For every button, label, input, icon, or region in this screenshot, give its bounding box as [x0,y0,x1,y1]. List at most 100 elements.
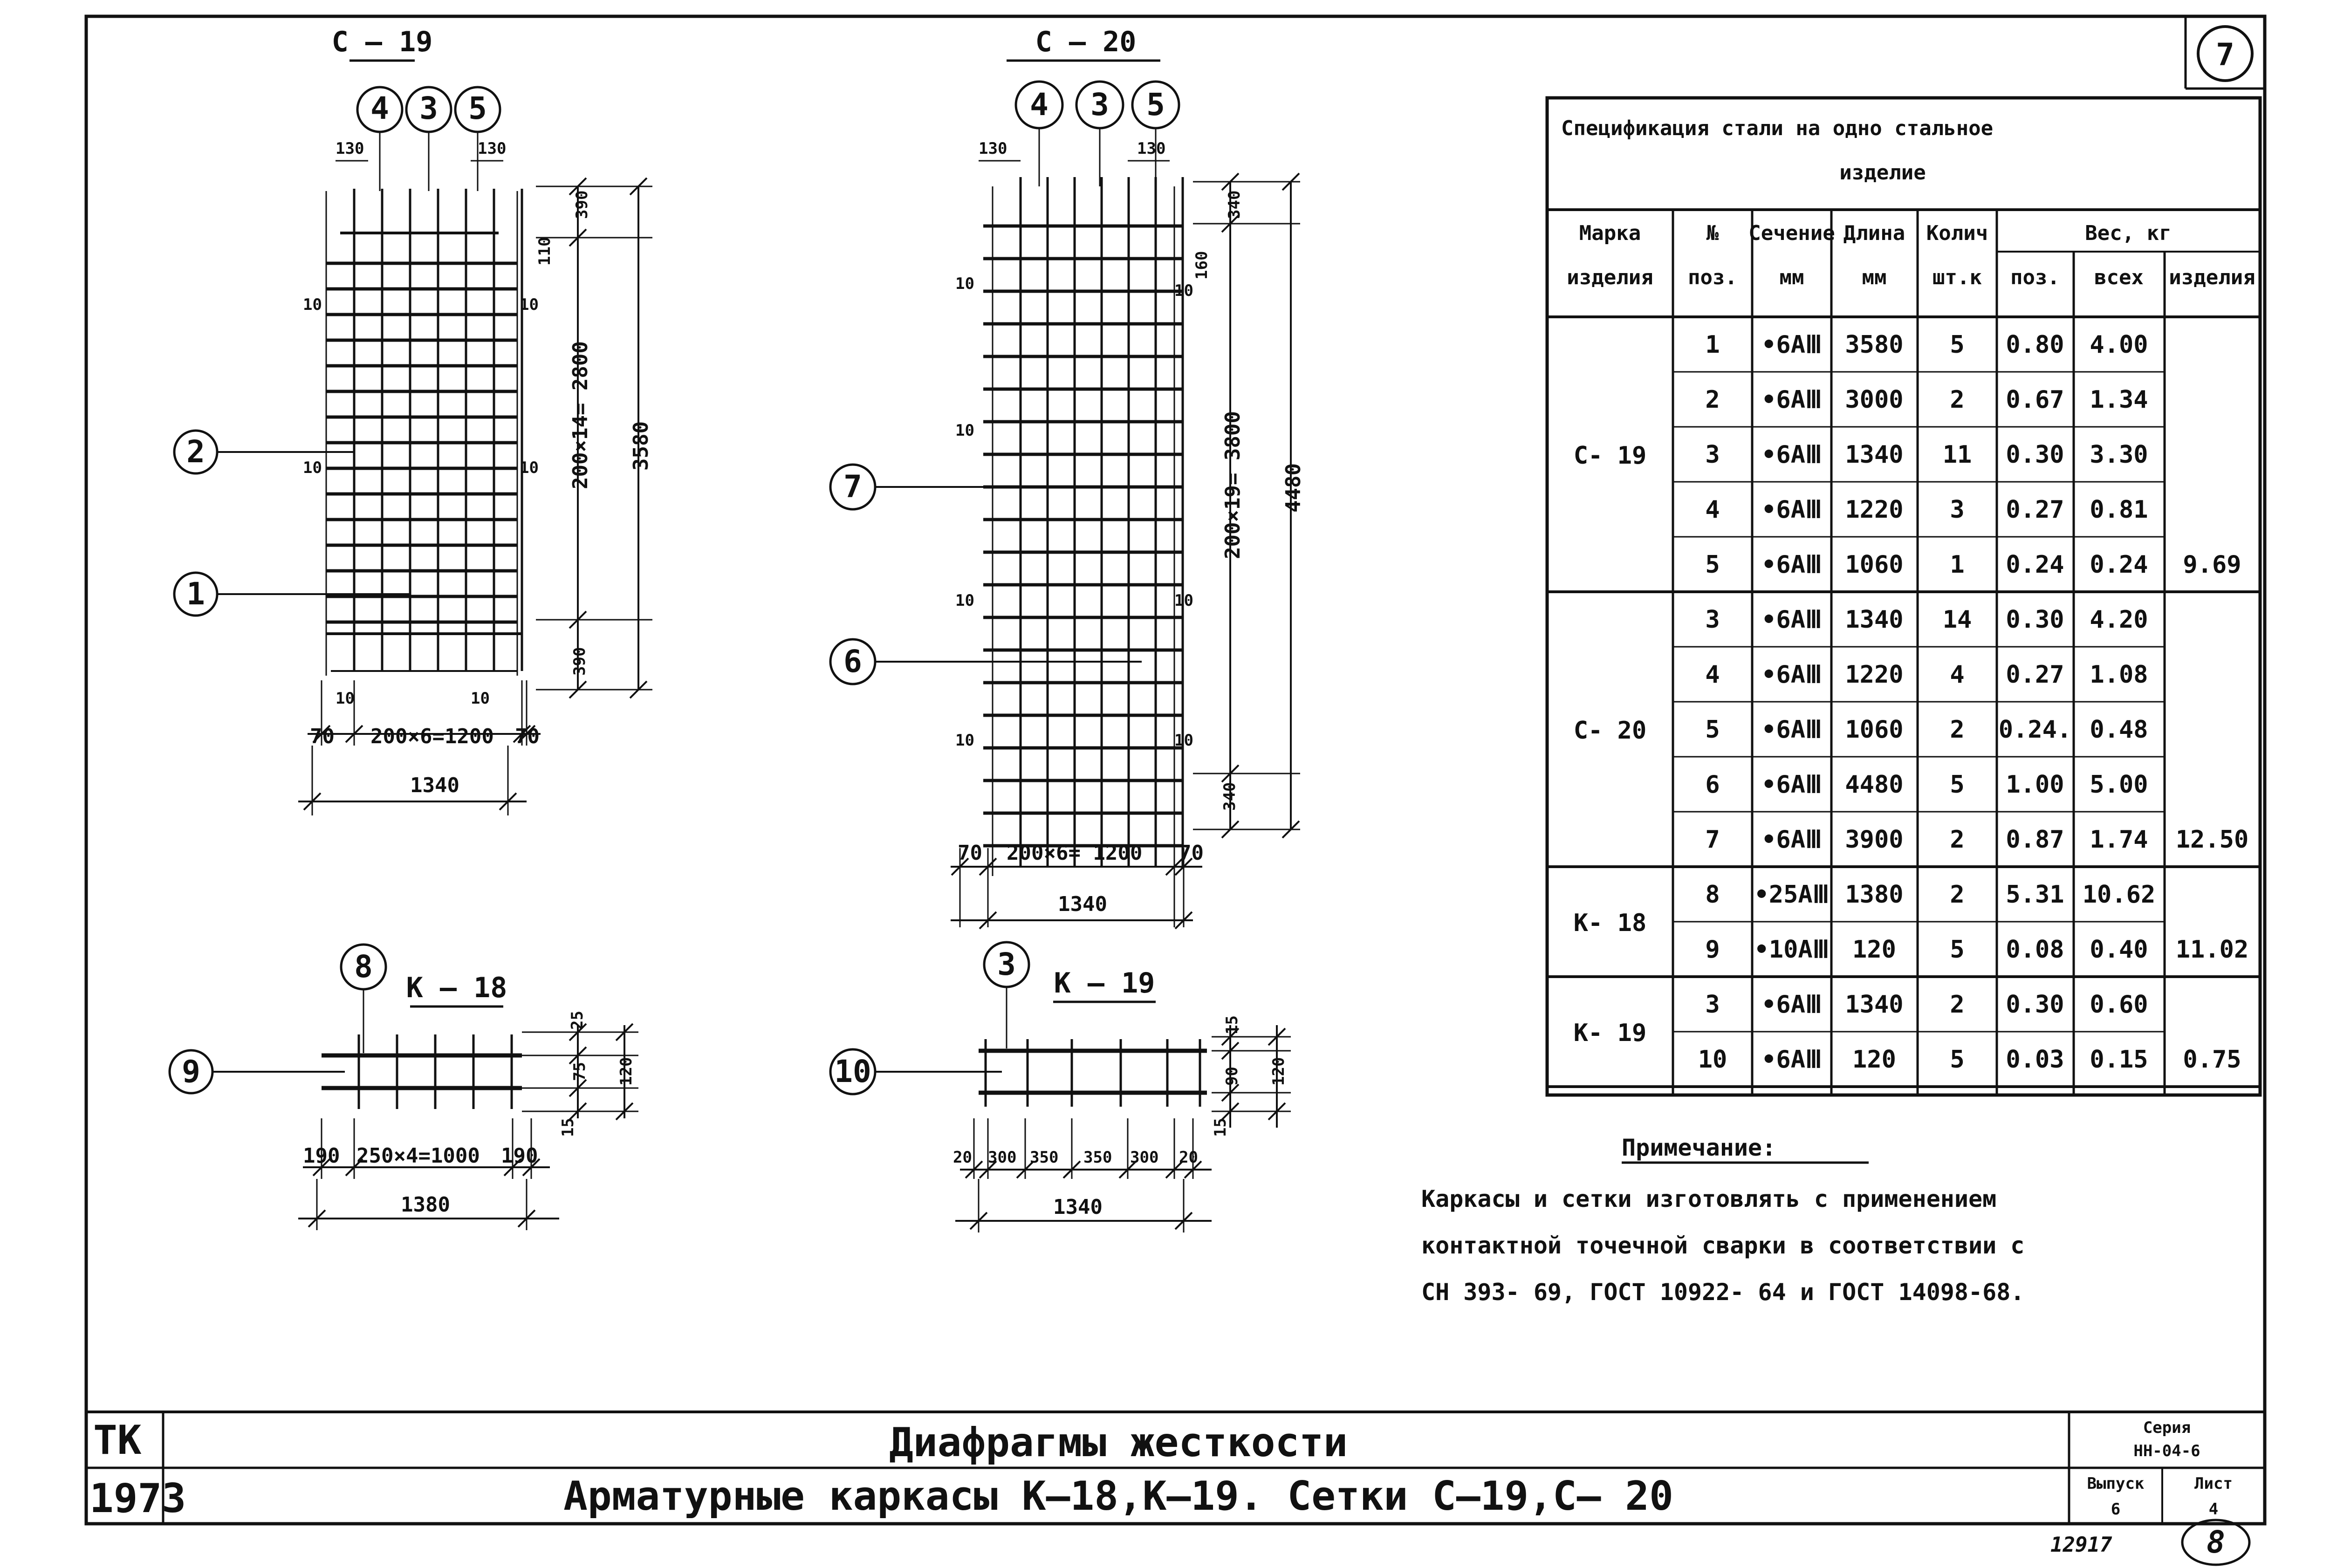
table-cell: 0.48 [2090,716,2148,744]
table-cell: 1 [1705,331,1720,359]
dim-130: 130 [1137,139,1165,158]
dim-span: 200×14= 2800 [569,341,592,489]
table-group-total: 12.50 [2176,826,2249,854]
dim-tick [965,1160,983,1179]
frame-k19-title: К – 19 [1054,967,1155,1000]
table-cell: •6АⅢ [1761,661,1822,689]
issue-label: Выпуск [2087,1474,2145,1493]
table-cell: 2 [1950,991,1964,1019]
table-cell: •6АⅢ [1761,991,1822,1019]
table-cell: •6АⅢ [1761,551,1822,579]
table-cell: 4.20 [2090,606,2148,634]
dim-tick [1165,857,1184,876]
table-cell: 7 [1705,826,1720,854]
dim-tick [1062,1160,1081,1179]
dim-tick [1174,911,1193,930]
callout-10: 10 [834,1054,871,1089]
table-group-total: 11.02 [2176,936,2249,964]
position-number: 4 [1030,87,1048,123]
dim-75: 75 [570,1062,589,1081]
table-cell: 3000 [1845,386,1903,414]
table-cell: •6АⅢ [1761,716,1822,744]
table-cell: 2 [1950,716,1964,744]
table-cell: 1.00 [2006,771,2064,799]
dim-70: 70 [310,725,335,748]
table-cell: 0.60 [2090,991,2148,1019]
dim-width: 200×6=1200 [370,725,494,748]
note-block: Примечание: Каркасы и сетки изготовлять … [1421,1134,2024,1306]
table-cell: 11 [1943,441,1972,469]
table-group-total: 9.69 [2183,551,2241,579]
dim-20: 20 [953,1148,972,1167]
dim-tick [629,177,648,196]
table-cell: 0.27 [2006,661,2064,689]
table-cell: 0.67 [2006,386,2064,414]
table-cell: 5.00 [2090,771,2148,799]
dim-10: 10 [303,459,322,477]
table-cell: 120 [1852,1046,1896,1074]
dim-10: 10 [955,591,974,610]
position-number: 4 [370,90,389,126]
dim-130: 130 [979,139,1007,158]
frame-k18-title: К – 18 [406,972,507,1004]
table-group-mark: К- 19 [1574,1019,1647,1047]
dim-tick [1221,172,1240,191]
dim-tick [1221,820,1240,839]
callout-1: 1 [186,576,205,612]
table-cell: 9 [1705,936,1720,964]
dim-10: 10 [336,689,355,708]
dim-tick [303,792,322,811]
dim-340: 340 [1220,782,1239,811]
sheet-value: 4 [2209,1500,2218,1519]
col-header: Колич [1926,221,1988,245]
dim-tick [1184,1160,1202,1179]
table-cell: 2 [1705,386,1720,414]
table-cell: •6АⅢ [1761,826,1822,854]
dim-90: 90 [1223,1067,1241,1086]
dim-total: 1380 [401,1193,450,1217]
col-header: изделия [2169,266,2255,289]
table-cell: •6АⅢ [1761,606,1822,634]
table-cell: 1340 [1845,991,1903,1019]
col-header: изделия [1567,266,1653,289]
table-cell: 0.24 [2090,551,2148,579]
dim-tick [1282,820,1300,839]
table-border [1545,96,2262,1097]
position-number: 3 [419,90,438,126]
stamp-year: 1973 [89,1475,186,1522]
dim-tick [1221,1102,1240,1121]
table-cell: •6АⅢ [1761,331,1822,359]
table-cell: 3 [1705,606,1720,634]
table-group-mark: С- 20 [1574,717,1647,745]
dim-tick [569,228,587,247]
dim-tick [569,680,587,699]
dim-10: 10 [1174,731,1193,750]
corner-mark-circle [2197,25,2254,82]
dim-20: 20 [1179,1148,1198,1167]
col-header-weight: Вес, кг [2085,221,2171,245]
dim-tick [569,610,587,629]
table-cell: 3 [1705,991,1720,1019]
dim-tick [1268,1102,1286,1121]
dim-110: 110 [535,237,554,266]
dim-340: 340 [1225,191,1244,219]
dim-tick [1174,1212,1193,1230]
dim-tick [1221,1027,1240,1046]
dim-tick [569,177,587,196]
table-cell: •6АⅢ [1761,441,1822,469]
dim-tick [615,1102,634,1121]
callout-7: 7 [843,469,862,505]
table-cell: 1060 [1845,716,1903,744]
dim-15: 15 [559,1118,577,1137]
position-number: 5 [468,90,487,126]
table-cell: 1.74 [2090,826,2148,854]
dim-tick [312,725,331,743]
dim-tick [569,1046,587,1065]
table-cell: 5 [1705,716,1720,744]
dim-15: 15 [1223,1015,1241,1034]
dim-tick [345,725,363,743]
corner-mark: 7 [2216,37,2234,73]
dim-10: 10 [303,295,322,314]
